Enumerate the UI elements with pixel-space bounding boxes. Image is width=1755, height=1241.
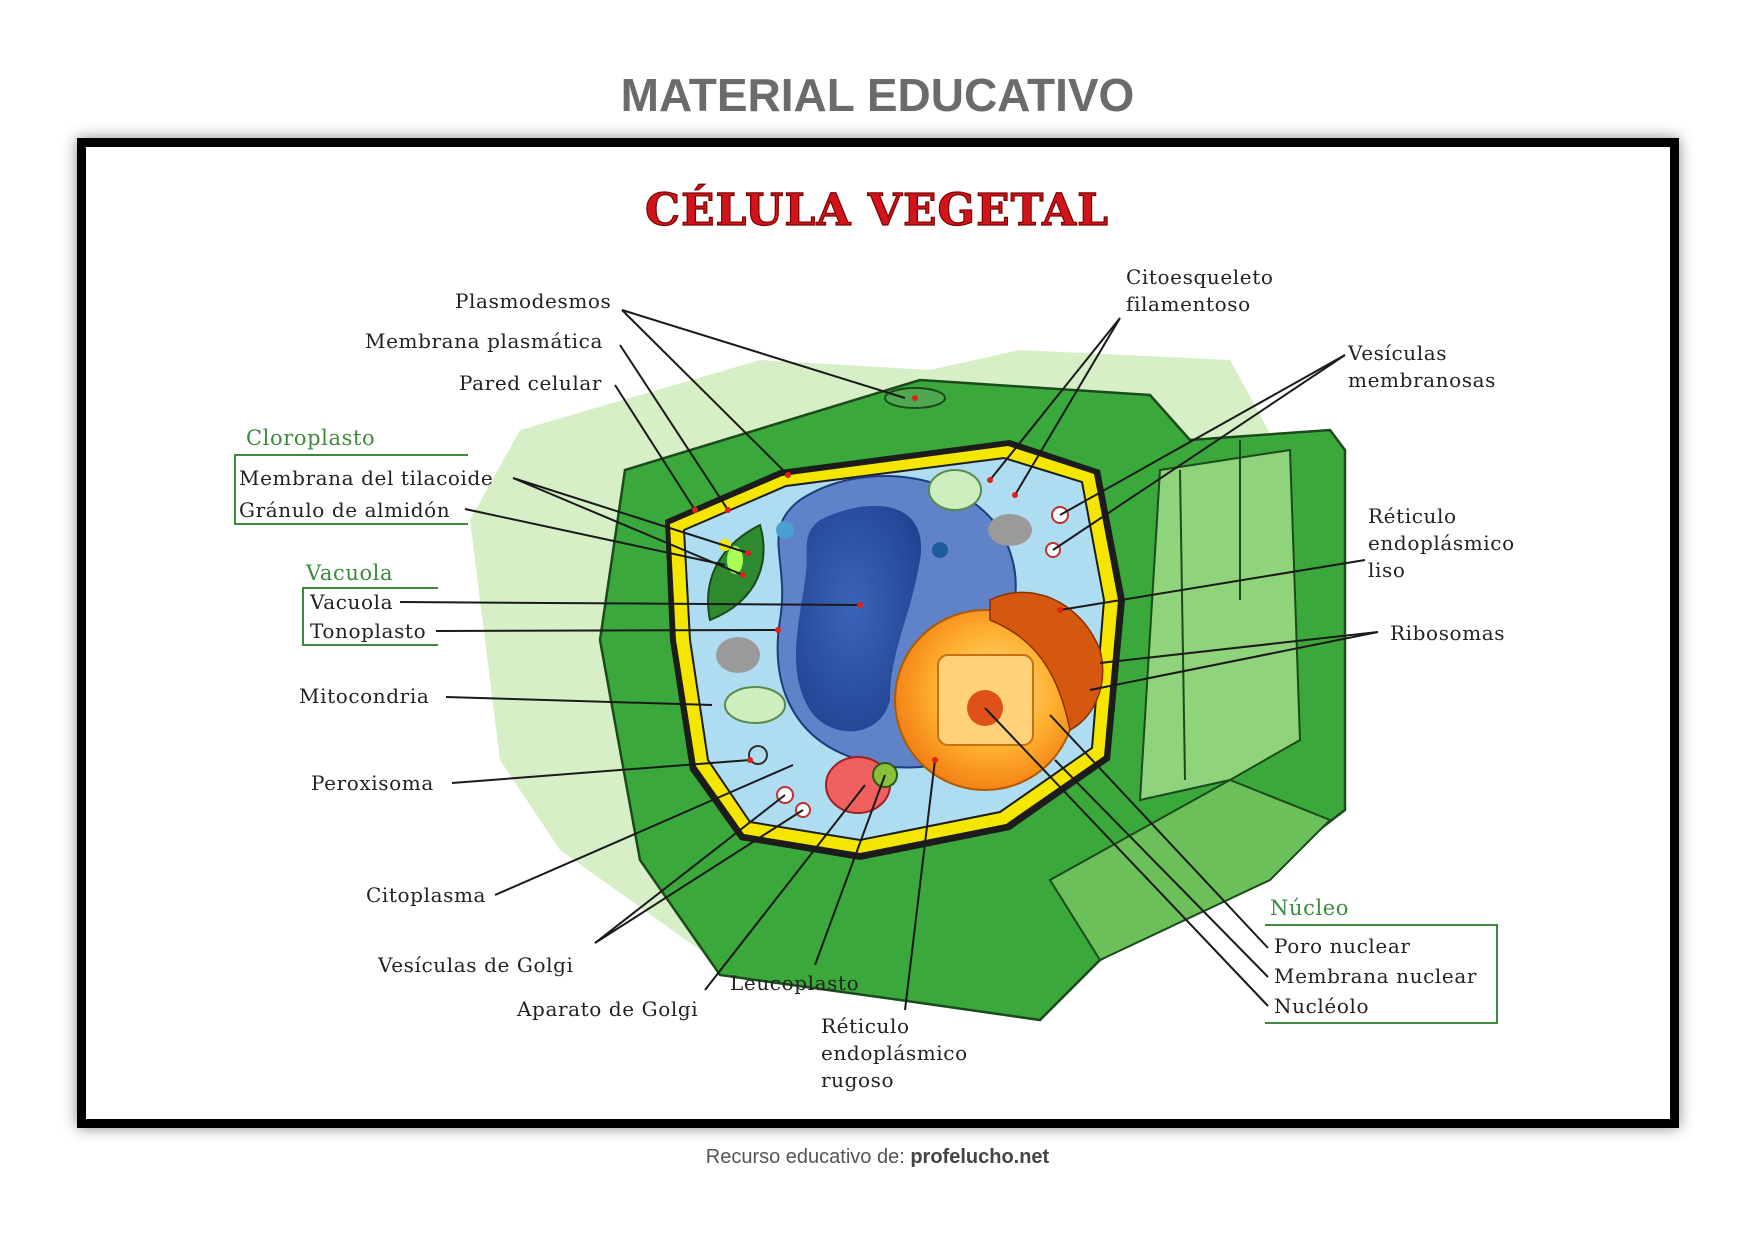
label-citoesqueleto-1: Citoesqueleto [1126, 265, 1274, 289]
label-leucoplasto: Leucoplasto [730, 971, 859, 995]
group-chloroplast: Cloroplasto [246, 426, 375, 450]
nucleus [894, 591, 1104, 791]
diagram-title: CÉLULA VEGETAL [645, 183, 1109, 236]
label-reticulo-liso-1: Réticulo [1368, 504, 1457, 528]
group-nucleus: Núcleo [1270, 896, 1349, 920]
footer-site-link[interactable]: profelucho.net [910, 1146, 1050, 1168]
footer: Recurso educativo de: profelucho.net [0, 1146, 1755, 1169]
chloroplast-bracket [234, 454, 468, 525]
nucleus-bracket [1265, 924, 1498, 1024]
label-peroxisoma: Peroxisoma [311, 771, 434, 795]
label-granulo-almidon: Gránulo de almidón [239, 498, 450, 522]
label-aparato-golgi: Aparato de Golgi [516, 997, 698, 1021]
label-reticulo-rugoso-2: endoplásmico [821, 1041, 968, 1065]
label-pared-celular: Pared celular [459, 371, 602, 395]
label-vesiculas-golgi: Vesículas de Golgi [377, 953, 574, 977]
label-reticulo-rugoso-1: Réticulo [821, 1014, 910, 1038]
label-reticulo-liso-2: endoplásmico [1368, 531, 1515, 555]
page-header: MATERIAL EDUCATIVO [620, 69, 1135, 121]
label-mitocondria: Mitocondria [299, 684, 429, 708]
label-vacuola: Vacuola [309, 590, 393, 614]
label-vesiculas-membranosas-1: Vesículas [1347, 341, 1447, 365]
vacuole-bracket [302, 587, 438, 646]
label-tonoplasto: Tonoplasto [310, 619, 426, 643]
label-membrana-nuclear: Membrana nuclear [1274, 964, 1477, 988]
label-poro-nuclear: Poro nuclear [1274, 934, 1411, 958]
group-vacuole: Vacuola [305, 561, 393, 585]
mitochondria [724, 686, 786, 724]
label-reticulo-liso-3: liso [1368, 558, 1406, 582]
label-ribosomas: Ribosomas [1390, 621, 1505, 645]
label-membrana-plasmatica: Membrana plasmática [365, 329, 603, 353]
leader-lines [399, 309, 1379, 1011]
label-citoesqueleto-2: filamentoso [1126, 292, 1251, 316]
footer-prefix: Recurso educativo de: [705, 1146, 911, 1168]
peroxisome [748, 745, 768, 765]
label-plasmodesmos: Plasmodesmos [455, 289, 611, 313]
label-vesiculas-membranosas-2: membranosas [1348, 368, 1496, 392]
label-reticulo-rugoso-3: rugoso [821, 1068, 894, 1092]
label-nucleolo: Nucléolo [1274, 994, 1369, 1018]
label-membrana-tilacoide: Membrana del tilacoide [239, 466, 493, 490]
label-citoplasma: Citoplasma [366, 883, 486, 907]
leader-dots [692, 472, 1063, 763]
